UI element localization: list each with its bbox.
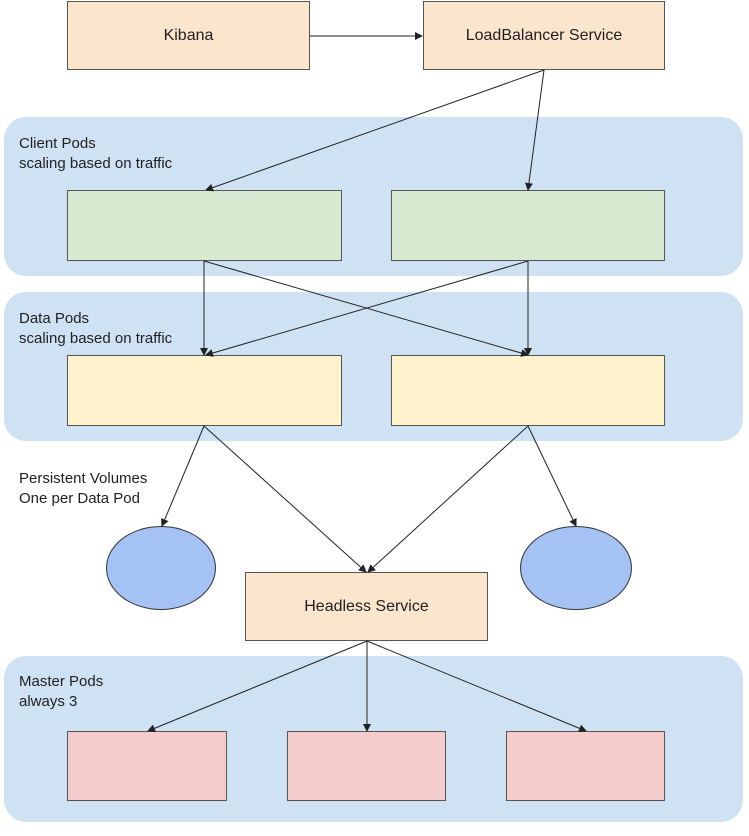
data-pods-subtitle: scaling based on traffic <box>19 330 173 347</box>
persistent-volume <box>520 526 632 610</box>
client-pod <box>391 190 665 261</box>
master-pods-label: Master Pods always 3 <box>19 672 103 712</box>
client-pods-label: Client Pods scaling based on traffic <box>19 134 172 174</box>
arrow-data1-to-volume1 <box>161 425 205 527</box>
persistent-volume <box>106 526 216 610</box>
headless-service-node: Headless Service <box>245 572 488 641</box>
data-pods-title: Data Pods <box>19 310 90 327</box>
client-pods-subtitle: scaling based on traffic <box>19 155 173 172</box>
arrow-data2-to-volume2 <box>527 425 577 527</box>
master-pods-subtitle: always 3 <box>19 693 78 710</box>
kibana-node: Kibana <box>67 1 310 70</box>
data-pod <box>391 355 665 426</box>
arrow-data1-to-headless <box>203 425 367 573</box>
master-pod <box>287 731 446 801</box>
client-pod <box>67 190 342 261</box>
loadbalancer-label: LoadBalancer Service <box>465 26 623 44</box>
persistent-volumes-subtitle: One per Data Pod <box>19 490 140 507</box>
headless-service-label: Headless Service <box>304 597 429 615</box>
data-pods-label: Data Pods scaling based on traffic <box>19 309 172 349</box>
kibana-label: Kibana <box>163 26 214 44</box>
loadbalancer-service-node: LoadBalancer Service <box>423 1 665 70</box>
persistent-volumes-title: Persistent Volumes <box>19 470 148 487</box>
master-pod <box>506 731 665 801</box>
master-pod <box>67 731 227 801</box>
persistent-volumes-label: Persistent Volumes One per Data Pod <box>19 469 147 509</box>
master-pods-title: Master Pods <box>19 673 104 690</box>
data-pod <box>67 355 342 426</box>
client-pods-title: Client Pods <box>19 135 96 152</box>
arrow-data2-to-headless <box>367 425 529 573</box>
